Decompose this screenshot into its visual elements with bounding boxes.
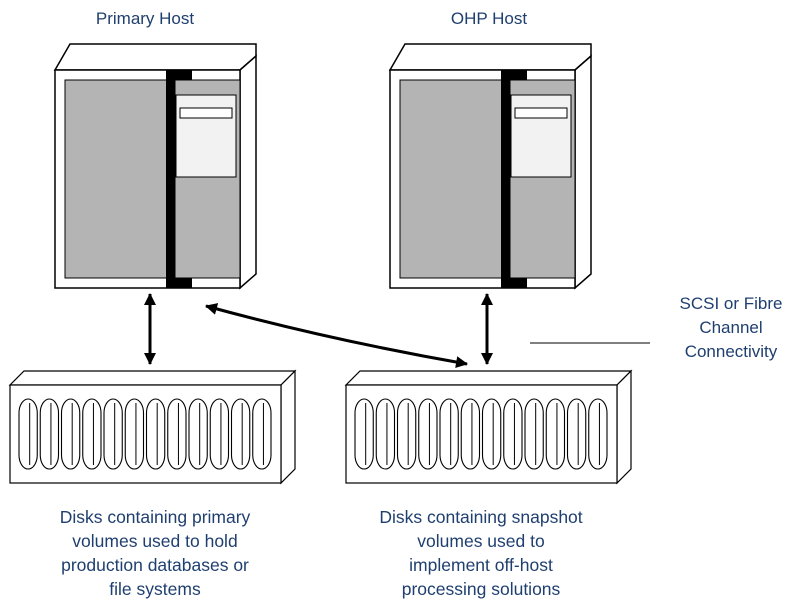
disk-drive-icon — [145, 398, 166, 470]
primary-host-to-snapshot-disks-arrow-icon — [205, 303, 468, 369]
primary-caption-line-4: file systems — [109, 579, 201, 599]
primary-disk-array-icon — [8, 369, 297, 485]
disk-drive-icon — [396, 398, 417, 470]
primary-caption-line-1: Disks containing primary — [59, 507, 251, 527]
disk-drive-icon — [545, 398, 566, 470]
snapshot-disk-array-icon — [344, 369, 633, 485]
disk-drive-icon — [39, 398, 60, 470]
primary-caption-line-2: volumes used to hold — [72, 531, 238, 551]
primary-disks-caption: Disks containing primary volumes used to… — [20, 505, 290, 601]
primary-caption-line-3: production databases or — [61, 555, 249, 575]
disk-drive-icon — [124, 398, 145, 470]
disk-drive-icon — [230, 398, 251, 470]
connectivity-line-1: SCSI or Fibre — [679, 294, 783, 313]
disk-drive-icon — [82, 398, 102, 470]
disk-drive-icon — [60, 398, 81, 470]
disk-drive-icon — [209, 398, 230, 470]
disk-drive-icon — [354, 398, 374, 470]
primary-host-server-tower-icon — [53, 43, 257, 290]
snapshot-caption-line-1: Disks containing snapshot — [379, 507, 583, 527]
disk-drive-icon — [18, 398, 38, 470]
connectivity-line-2: Channel — [699, 318, 763, 337]
snapshot-caption-line-3: implement off-host — [409, 555, 553, 575]
primary-host-label: Primary Host — [95, 9, 195, 28]
disk-drive-icon — [252, 398, 272, 470]
disk-drive-icon — [460, 398, 481, 470]
ohp-host-server-tower-icon — [388, 43, 592, 290]
disk-drive-icon — [503, 398, 523, 470]
snapshot-caption-line-4: processing solutions — [401, 579, 561, 599]
snapshot-caption-line-2: volumes used to — [417, 531, 545, 551]
connectivity-label: SCSI or Fibre Channel Connectivity — [651, 292, 809, 364]
disk-drive-icon — [439, 398, 459, 470]
disk-drive-icon — [188, 398, 208, 470]
disk-drive-icon — [375, 398, 396, 470]
ohp-host-label: OHP Host — [450, 9, 528, 28]
disk-drive-icon — [524, 398, 544, 470]
disk-drive-icon — [588, 398, 608, 470]
disk-drive-icon — [566, 398, 587, 470]
disk-drive-icon — [103, 398, 123, 470]
disk-drive-icon — [481, 398, 502, 470]
disk-drive-icon — [418, 398, 438, 470]
connectivity-line-3: Connectivity — [684, 342, 778, 361]
disk-drive-icon — [167, 398, 187, 470]
snapshot-disks-caption: Disks containing snapshot volumes used t… — [346, 505, 616, 601]
